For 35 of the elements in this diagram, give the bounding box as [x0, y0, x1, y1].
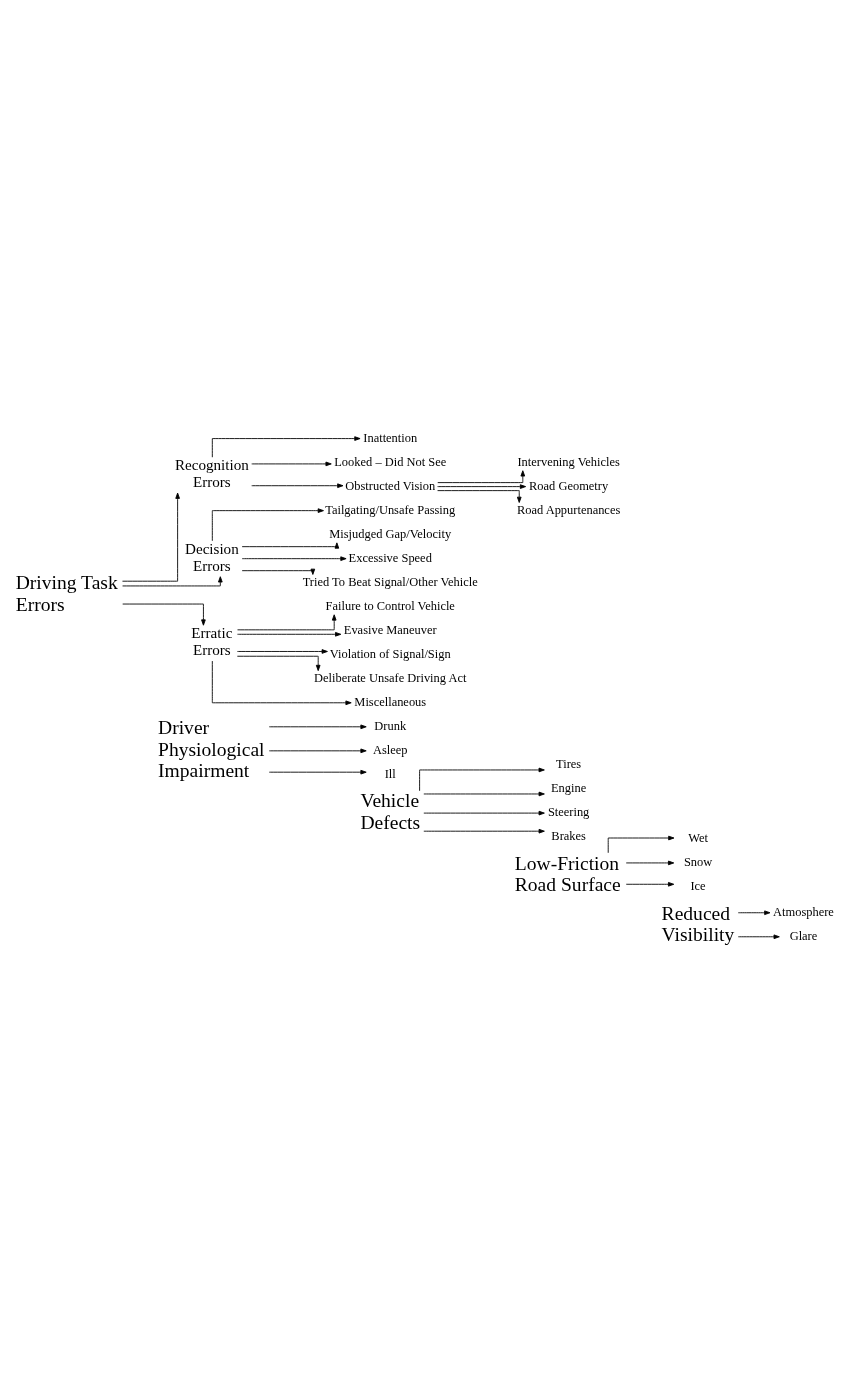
- node-text: Ice: [690, 878, 706, 893]
- node-text: Low-Friction Road Surface: [514, 852, 621, 895]
- node-text: Atmosphere: [773, 904, 834, 919]
- node-text: Reduced Visibility: [661, 902, 735, 945]
- node-text: Vehicle Defects: [360, 789, 421, 833]
- node-text: Steering: [547, 804, 590, 819]
- node-text: Road Geometry: [529, 478, 609, 493]
- node-text: Drunk: [374, 718, 407, 733]
- node-text: Tailgating/Unsafe Passing: [325, 502, 456, 517]
- node-text: Decision Errors: [185, 540, 239, 574]
- node-text: Brakes: [551, 828, 586, 843]
- node-text: Driver Physiological Impairment: [158, 716, 265, 781]
- node-text: Excessive Speed: [348, 550, 432, 565]
- node-text: Deliberate Unsafe Driving Act: [314, 670, 467, 685]
- node-text: Driving Task Errors: [15, 571, 118, 615]
- node-text: Miscellaneous: [354, 694, 427, 709]
- node-text: Misjudged Gap/Velocity: [329, 526, 452, 541]
- node-text: Failure to Control Vehicle: [325, 598, 455, 613]
- node-text: Tires: [556, 756, 582, 771]
- node-text: Evasive Maneuver: [343, 622, 437, 637]
- node-text: Glare: [789, 928, 818, 943]
- node-text: Violation of Signal/Sign: [329, 646, 451, 661]
- node-text: Tried To Beat Signal/Other Vehicle: [302, 574, 478, 589]
- node-text: Looked – Did Not See: [334, 454, 447, 469]
- node-text: Snow: [683, 854, 713, 869]
- node-text: Road Appurtenances: [516, 502, 621, 517]
- node-text: Intervening Vehicles: [517, 454, 620, 469]
- node-text: Ill: [384, 766, 396, 781]
- node-text: Asleep: [372, 742, 408, 757]
- node-text: Wet: [688, 830, 708, 845]
- node-text: Recognition Errors: [174, 456, 249, 490]
- node-text: Inattention: [363, 430, 418, 445]
- node-text: Engine: [551, 780, 587, 795]
- node-text: Obstructed Vision: [345, 478, 436, 493]
- node-text: Erratic Errors: [191, 624, 233, 658]
